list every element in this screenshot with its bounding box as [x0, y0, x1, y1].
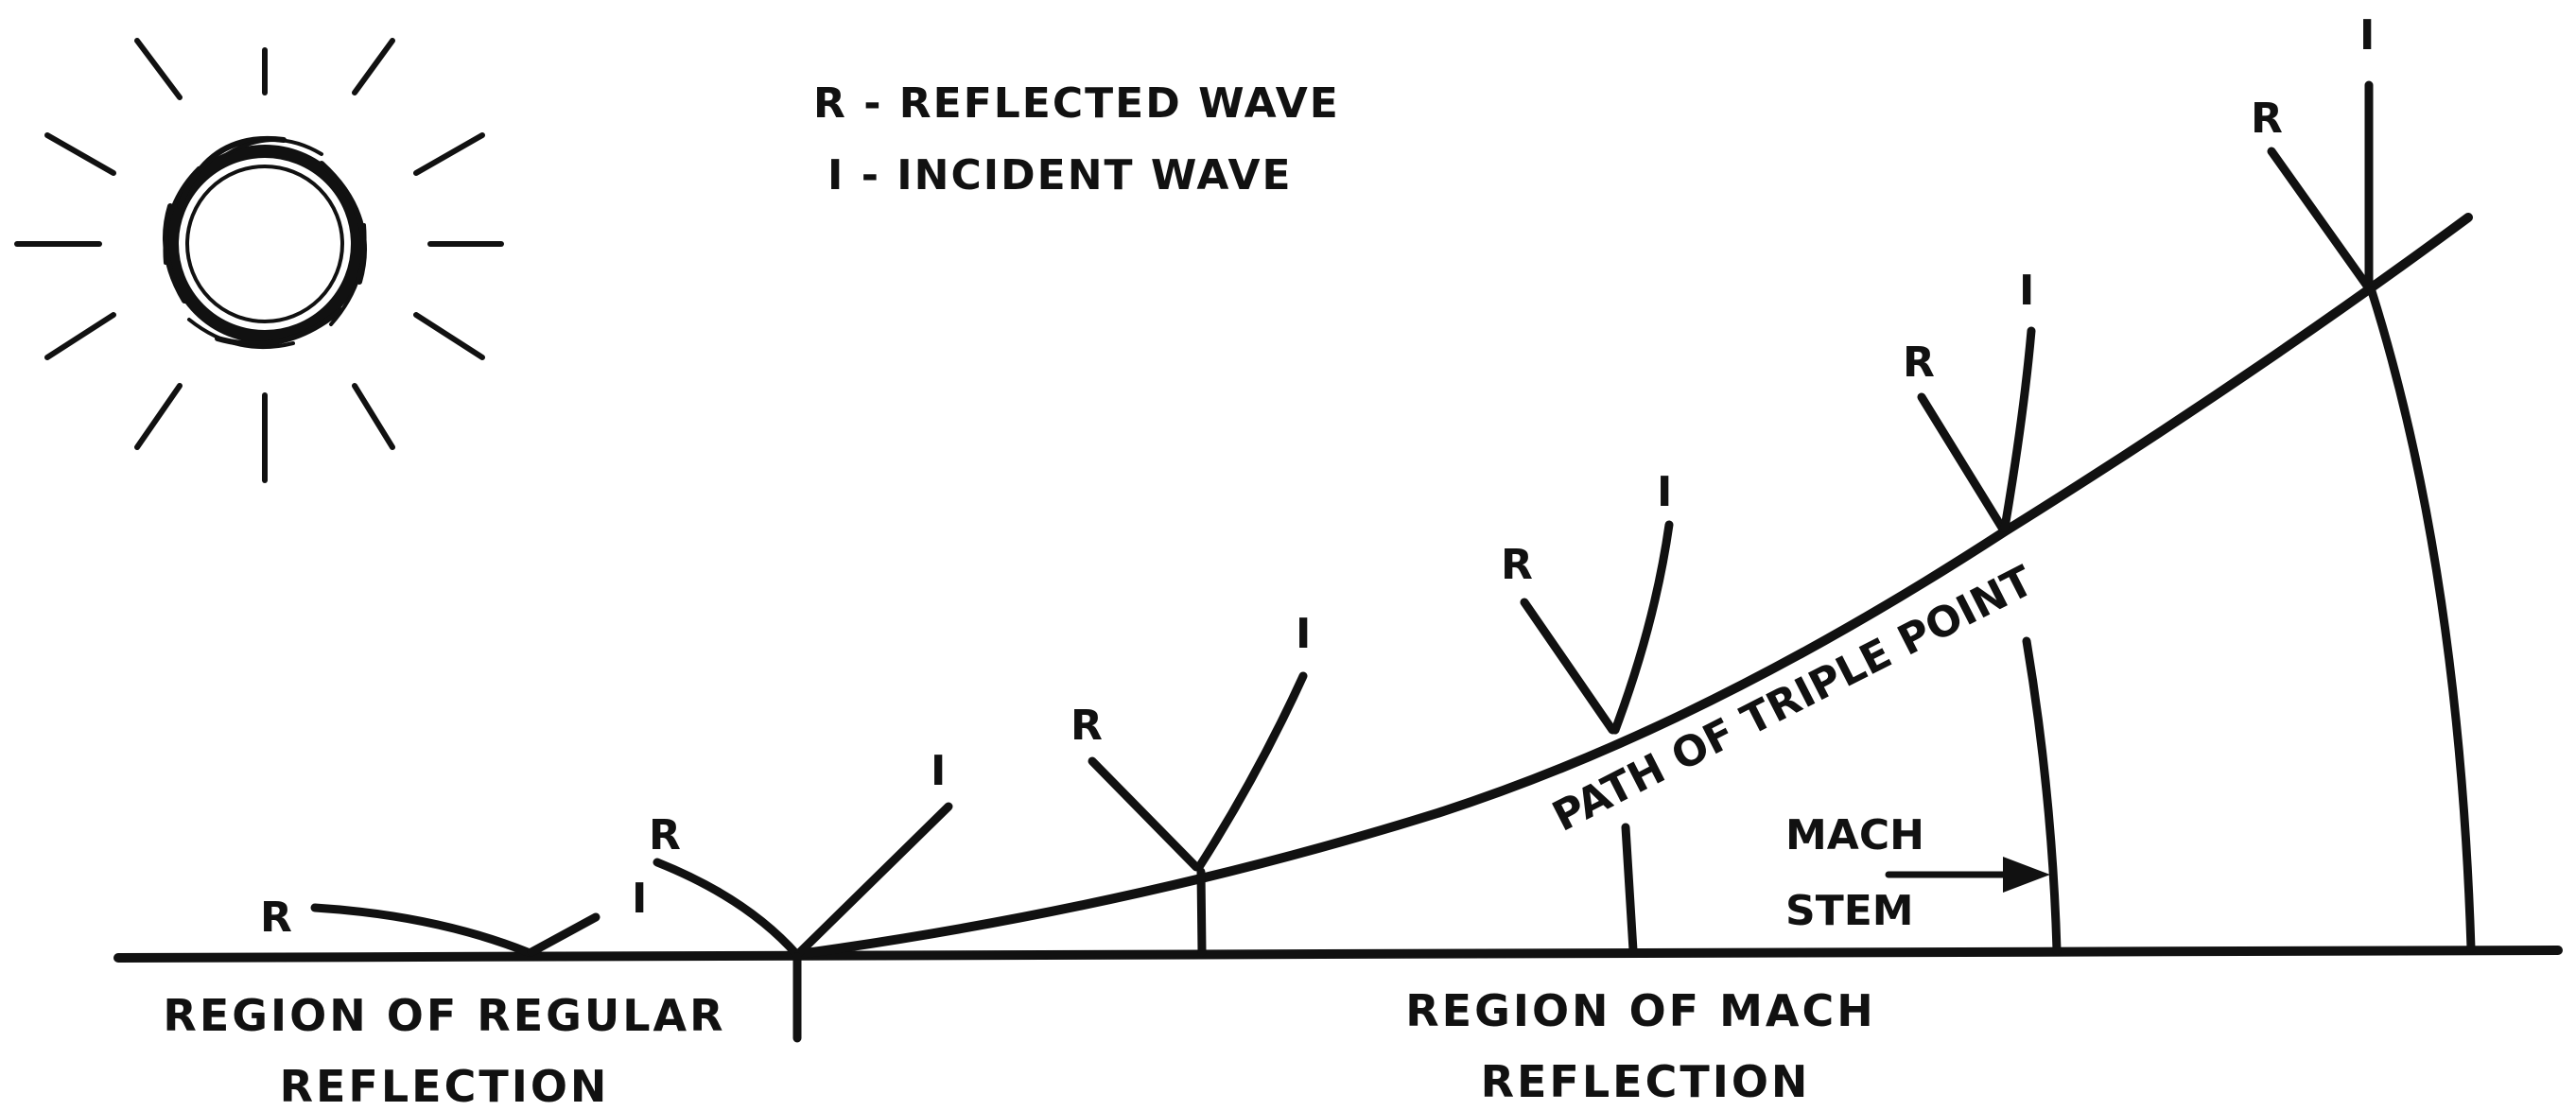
mach-stem-6 — [2367, 286, 2476, 953]
incident-label-4: I — [1657, 468, 1672, 516]
reflected-label-2: R — [649, 811, 681, 859]
arrow-icon — [1885, 857, 2050, 893]
reflected-wave-5 — [1917, 392, 2007, 532]
regular-reflection-2: R I — [649, 747, 953, 1043]
triple-point-path — [794, 213, 2473, 959]
triple-point-6: R I — [2251, 11, 2476, 953]
region-mach-line1: REGION OF MACH — [1405, 985, 1876, 1036]
ground-line — [113, 946, 2563, 963]
sun-icon — [14, 38, 504, 483]
triple-point-5: R I — [1903, 267, 2062, 955]
incident-wave-4 — [1610, 520, 1674, 735]
mach-stem-3 — [1196, 867, 1207, 957]
incident-wave-1 — [527, 912, 600, 957]
reflected-label-4: R — [1501, 541, 1533, 589]
sun-rays — [14, 38, 504, 483]
reflected-wave-3 — [1088, 756, 1201, 872]
incident-label-5: I — [2019, 267, 2034, 315]
mach-stem-4 — [1621, 823, 1638, 955]
path-label: PATH OF TRIPLE POINT — [1545, 557, 2041, 842]
reflected-wave-1 — [310, 903, 532, 957]
legend-incident: I - INCIDENT WAVE — [827, 151, 1293, 200]
reflected-wave-6 — [2267, 147, 2374, 293]
incident-wave-5 — [2000, 326, 2036, 532]
region-regular-line1: REGION OF REGULAR — [163, 990, 725, 1041]
region-mach-line2: REFLECTION — [1481, 1056, 1811, 1107]
region-regular-line2: REFLECTION — [280, 1061, 610, 1111]
reflected-wave-4 — [1520, 598, 1617, 735]
incident-wave-2 — [794, 802, 953, 958]
reflected-label-5: R — [1903, 339, 1935, 387]
triple-point-4: R I — [1501, 468, 1674, 955]
mach-stem-label-line2: STEM — [1785, 887, 1914, 935]
reflected-wave-2 — [653, 858, 802, 960]
incident-wave-3 — [1194, 671, 1308, 872]
incident-label-2: I — [931, 747, 946, 795]
triple-point-3: R I — [1070, 610, 1311, 957]
reflected-label-6: R — [2251, 95, 2283, 143]
sun-disc — [163, 135, 367, 350]
reflected-label-3: R — [1070, 702, 1103, 750]
incident-label-1: I — [632, 875, 647, 923]
regular-reflection-1: R I — [260, 875, 647, 957]
reflected-label-1: R — [260, 894, 292, 942]
mach-stem-label-line1: MACH — [1785, 811, 1924, 859]
mach-stem-5 — [2022, 636, 2062, 955]
incident-label-3: I — [1296, 610, 1311, 658]
legend-reflected: R - REFLECTED WAVE — [813, 79, 1340, 128]
incident-label-6: I — [2359, 11, 2375, 60]
